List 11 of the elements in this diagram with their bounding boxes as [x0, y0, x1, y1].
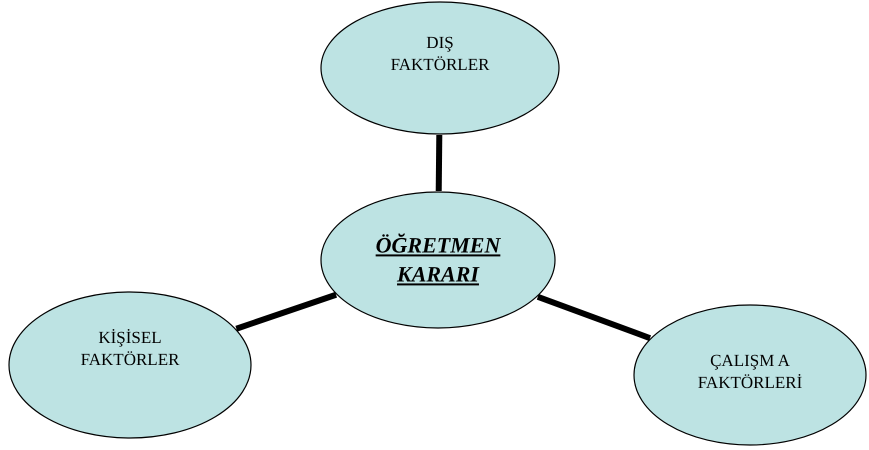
factor-ellipse	[8, 291, 252, 439]
connector-line	[235, 292, 338, 332]
node-label: KİŞİSEL FAKTÖRLER	[80, 326, 180, 371]
node-label: ÇALIŞM A FAKTÖRLERİ	[696, 350, 804, 394]
connector-line	[536, 294, 652, 341]
factor-ellipse	[320, 1, 560, 135]
factor-ellipse	[633, 304, 867, 446]
node-label: DIŞ FAKTÖRLER	[390, 32, 490, 76]
factor-ellipse	[320, 191, 556, 329]
node-label: ÖĞRETMEN KARARI	[374, 231, 502, 288]
connector-line	[436, 134, 442, 192]
